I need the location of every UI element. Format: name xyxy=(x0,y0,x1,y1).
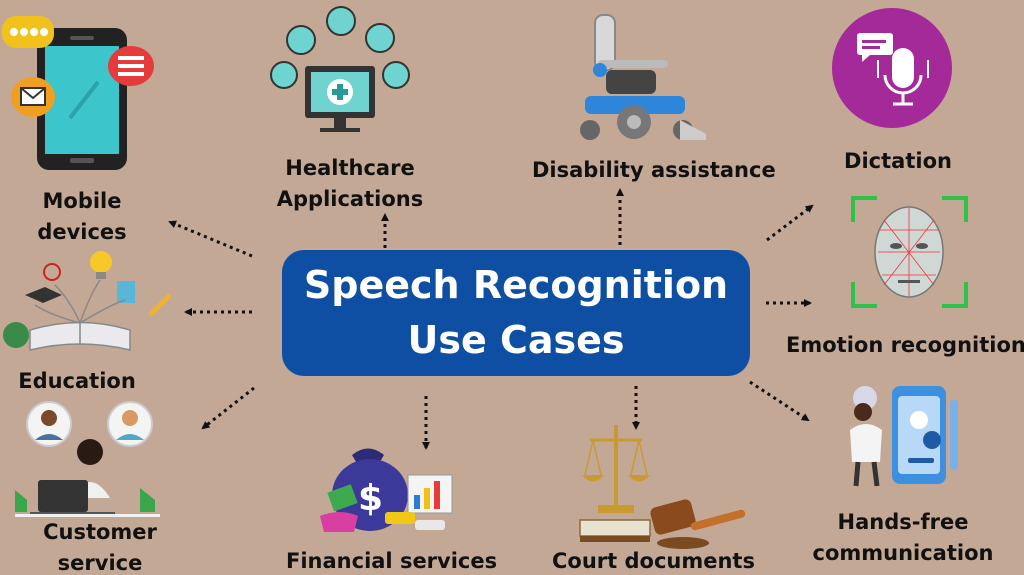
svg-text:$: $ xyxy=(358,478,383,519)
wheelchair-icon xyxy=(580,14,706,140)
label-education: Education xyxy=(18,369,136,393)
label-mobile-devices: Mobile devices xyxy=(37,189,127,244)
arrow-to-hands-free xyxy=(749,380,810,422)
phone-call-icon xyxy=(850,386,958,487)
center-title-line2: Use Cases xyxy=(407,318,625,362)
smartphone-chat-icon xyxy=(2,16,154,170)
call-center-icon xyxy=(15,401,160,517)
microphone-icon xyxy=(832,8,952,128)
open-book-icon xyxy=(3,251,172,351)
money-bag-icon: $ xyxy=(320,448,453,532)
medical-monitor-icon xyxy=(270,6,410,132)
center-title-box: Speech Recognition Use Cases xyxy=(282,250,750,376)
face-scan-icon xyxy=(851,196,968,308)
arrow-to-dictation xyxy=(766,204,814,242)
label-hands-free-communication: Hands-free communication xyxy=(812,510,994,565)
center-title-line1: Speech Recognition xyxy=(303,263,729,307)
label-customer-service: Customer service xyxy=(43,520,157,575)
scales-gavel-icon xyxy=(579,425,746,549)
label-emotion-recognition: Emotion recognition xyxy=(786,333,1024,357)
label-court-documents: Court documents xyxy=(552,549,755,573)
label-disability-assistance: Disability assistance xyxy=(532,158,776,182)
label-dictation: Dictation xyxy=(844,149,952,173)
arrow-to-mobile xyxy=(168,220,253,258)
label-healthcare: Healthcare Applications xyxy=(276,156,424,211)
label-financial-services: Financial services xyxy=(286,549,498,573)
